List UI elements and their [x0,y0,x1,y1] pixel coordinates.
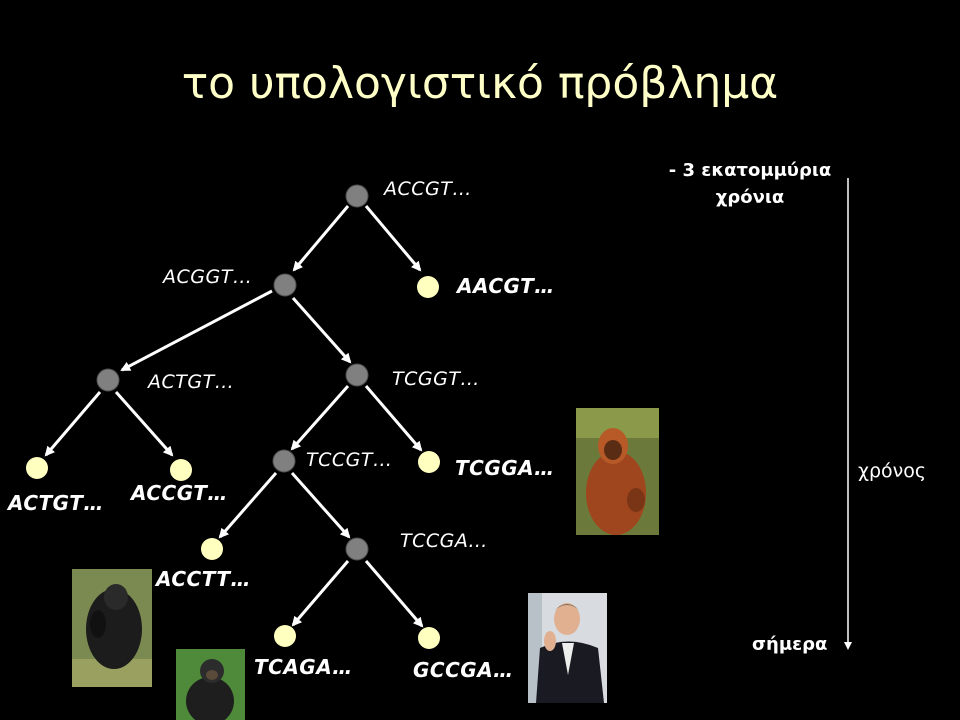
leaf-tcaga [274,625,296,647]
leaf-actgt [26,457,48,479]
edge-tcggt-tcgga [364,385,423,452]
node-tcggt [345,363,369,387]
edge-actgt-accgt [114,391,174,457]
node-tccgt [272,449,296,473]
leaf-tcgga [418,451,440,473]
label-acctt: ACCTT… [156,567,251,591]
leaf-gccga [418,627,440,649]
edge-actgt-leaf [44,391,102,457]
leaf-aacgt [417,276,439,298]
node-actgt [96,368,120,392]
edge-tccgt-tccga [290,472,351,539]
label-tcggt: TCGGT… [392,368,480,390]
edge-root-aacgt [364,205,422,272]
timeline-start-line1: - 3 εκατομμύρια [668,160,832,181]
label-tcgga: TCGGA… [455,456,555,480]
edge-root-acggt [292,205,350,272]
label-acggt: ACGGT… [163,266,253,288]
timeline-end: σήμερα [752,634,828,655]
slide-title: το υπολογιστικό πρόβλημα [181,58,779,109]
leaf-acctt [201,538,223,560]
label-root: ACCGT… [384,178,472,200]
node-root [345,184,369,208]
edge-tccgt-acctt [218,472,278,539]
edge-acggt-tcggt [291,297,352,364]
label-actgt-leaf: ACTGT… [8,491,104,515]
edge-acggt-actgt [120,289,273,372]
human-photo [528,593,607,703]
label-gccga: GCCGA… [413,658,514,682]
label-tccgt: TCCGT… [306,449,393,471]
leaf-accgt [170,459,192,481]
edge-tcggt-tccgt [290,385,350,451]
node-acggt [273,273,297,297]
label-tccga: TCCGA… [400,530,488,552]
label-tcaga: TCAGA… [254,655,353,679]
label-actgt-internal: ACTGT… [148,371,235,393]
label-accgt-leaf: ACCGT… [131,481,228,505]
edge-tccga-tcaga [291,560,350,627]
label-aacgt: AACGT… [457,274,555,298]
edge-tccga-gccga [364,560,424,628]
time-axis-label: χρόνος [858,460,927,482]
chimpanzee-photo [176,649,245,720]
timeline-start-line2: χρόνια [715,187,785,208]
gorilla-photo [72,569,152,687]
orangutan-photo [576,408,659,535]
node-tccga [345,537,369,561]
